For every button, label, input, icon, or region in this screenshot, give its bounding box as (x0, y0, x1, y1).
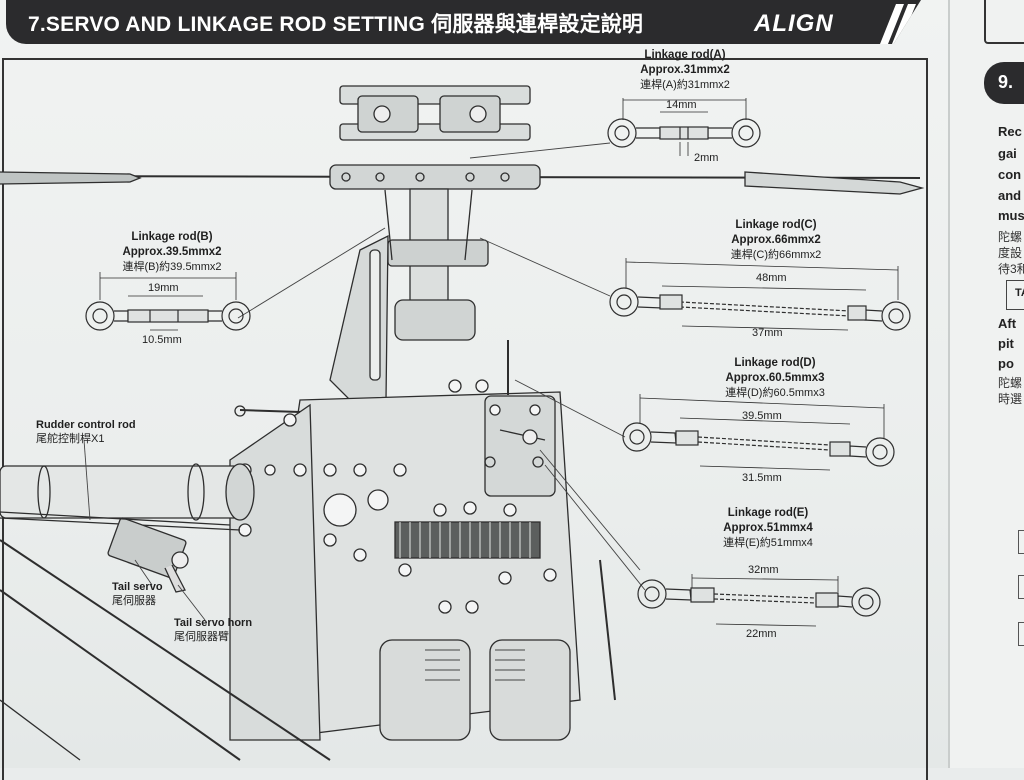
rod-b-dim-1: 19mm (148, 282, 179, 294)
rod-d-dim-2: 31.5mm (742, 472, 782, 484)
rod-a-dim-2: 2mm (694, 152, 719, 164)
rod-a-label: Linkage rod(A) Approx.31mmx2 連桿(A)約31mmx… (612, 48, 758, 93)
linkage-rod-a-drawing (607, 98, 761, 156)
adjacent-small-box (1018, 530, 1024, 554)
rod-c-approx: Approx.66mmx2 (731, 234, 821, 246)
tail-servo-horn-label: Tail servo horn 尾伺服器臂 (174, 616, 252, 644)
rod-c-cn: 連桿(C)約66mmx2 (730, 249, 822, 261)
adjacent-text-line: and (998, 188, 1022, 203)
rod-e-name: Linkage rod(E) (727, 507, 809, 519)
rod-d-cn: 連桿(D)約60.5mmx3 (725, 387, 825, 399)
adjacent-cn-line: 待3和 (998, 262, 1024, 276)
adjacent-text-line: po (998, 356, 1014, 371)
helicopter-mechanics-diagram (0, 85, 925, 761)
manual-page: 7.SERVO AND LINKAGE ROD SETTING 伺服器與連桿設定… (0, 0, 948, 780)
tail-servo-horn-en: Tail servo horn (174, 617, 253, 629)
adjacent-text-line: Rec (998, 124, 1022, 139)
rod-a-name: Linkage rod(A) (644, 49, 726, 61)
rod-d-dim-1: 39.5mm (742, 410, 782, 422)
rod-a-approx: Approx.31mmx2 (640, 64, 730, 76)
adjacent-section-number: 9. (998, 72, 1014, 92)
tail-servo-horn-cn: 尾伺服器臂 (174, 631, 229, 643)
rod-a-dim-1: 14mm (666, 99, 697, 111)
section-header-bar: 7.SERVO AND LINKAGE ROD SETTING 伺服器與連桿設定… (6, 0, 921, 44)
rod-e-dim-2: 22mm (746, 628, 777, 640)
adjacent-small-box (1018, 622, 1024, 646)
rod-b-name: Linkage rod(B) (131, 231, 213, 243)
adjacent-cn-line: 陀螺 (998, 230, 1023, 244)
brand-logo: ALIGN (754, 10, 834, 37)
adjacent-text-line: mus (998, 208, 1024, 223)
rudder-rod-en: Rudder control rod (36, 419, 136, 431)
adjacent-text-line: Aft (998, 316, 1017, 331)
rod-b-label: Linkage rod(B) Approx.39.5mmx2 連桿(B)約39.… (102, 230, 242, 275)
rod-d-approx: Approx.60.5mmx3 (725, 372, 825, 384)
rudder-rod-label: Rudder control rod 尾舵控制桿X1 (36, 418, 136, 446)
linkage-rod-b-drawing (85, 272, 251, 331)
rod-b-approx: Approx.39.5mmx2 (122, 246, 222, 258)
linkage-rod-d-drawing (622, 394, 895, 471)
tail-servo-label: Tail servo 尾伺服器 (112, 580, 163, 608)
rod-b-cn: 連桿(B)約39.5mmx2 (122, 261, 222, 273)
adjacent-cn-line: 陀螺 (998, 376, 1023, 390)
rod-c-label: Linkage rod(C) Approx.66mmx2 連桿(C)約66mmx… (708, 218, 844, 263)
adjacent-box-label: TA (1015, 287, 1024, 299)
adjacent-page-top-box (984, 0, 1024, 44)
rudder-rod-cn: 尾舵控制桿X1 (36, 433, 105, 445)
adjacent-cn-line: 時選 (998, 392, 1023, 406)
adjacent-cn-line: 度設 (998, 246, 1023, 260)
rod-c-dim-2: 37mm (752, 327, 783, 339)
adjacent-box: TA (1006, 280, 1024, 310)
tail-servo-en: Tail servo (112, 581, 163, 593)
rod-d-label: Linkage rod(D) Approx.60.5mmx3 連桿(D)約60.… (700, 356, 850, 401)
adjacent-text-line: pit (998, 336, 1014, 351)
rod-b-dim-2: 10.5mm (142, 334, 182, 346)
adjacent-page: 9. Rec gai con and mus 陀螺 度設 待3和 TA Aft … (948, 0, 1024, 768)
rod-e-cn: 連桿(E)約51mmx4 (723, 537, 813, 549)
rod-c-name: Linkage rod(C) (735, 219, 817, 231)
rod-c-dim-1: 48mm (756, 272, 787, 284)
rod-e-label: Linkage rod(E) Approx.51mmx4 連桿(E)約51mmx… (700, 506, 836, 551)
diagram-frame (2, 58, 928, 780)
tail-servo-cn: 尾伺服器 (112, 595, 156, 607)
section-title: 7.SERVO AND LINKAGE ROD SETTING 伺服器與連桿設定… (28, 13, 644, 36)
adjacent-text-line: con (998, 167, 1022, 182)
rod-a-cn: 連桿(A)約31mmx2 (640, 79, 730, 91)
rod-e-approx: Approx.51mmx4 (723, 522, 813, 534)
rod-d-name: Linkage rod(D) (734, 357, 816, 369)
linkage-rod-e-drawing (637, 574, 881, 627)
rod-e-dim-1: 32mm (748, 564, 779, 576)
adjacent-section-tab: 9. (984, 62, 1024, 104)
adjacent-text-line: gai (998, 146, 1017, 161)
linkage-rod-c-drawing (609, 258, 911, 331)
adjacent-small-box (1018, 575, 1024, 599)
